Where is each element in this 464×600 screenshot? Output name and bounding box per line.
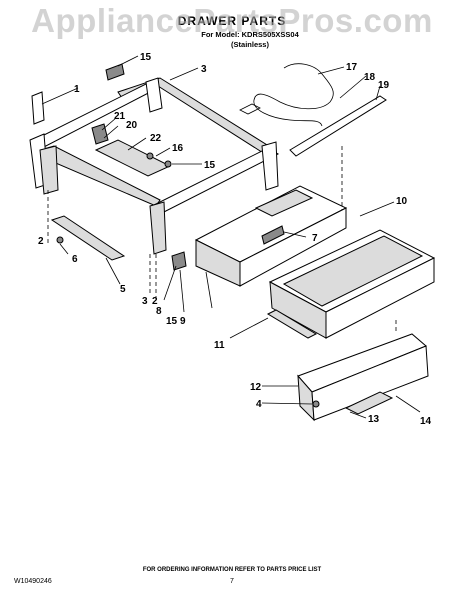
callout-label: 18 (364, 72, 376, 83)
variant-line: (Stainless) (231, 40, 269, 49)
drawer-box (268, 229, 436, 339)
callout-label: 2 (38, 236, 44, 247)
callout-label: 11 (214, 340, 225, 351)
slide-rail (266, 309, 318, 339)
callout-label: 12 (250, 382, 262, 393)
callout-label: 10 (396, 196, 408, 207)
callout-label: 8 (156, 306, 162, 317)
callout-label: 4 (256, 399, 262, 410)
heating-element (239, 63, 387, 157)
model-line: For Model: KDRS505XSS04 (201, 30, 299, 39)
drawer-front (297, 333, 429, 422)
callout-label: 19 (378, 80, 390, 91)
leader-lines (41, 55, 421, 419)
callout-label: 3 (142, 296, 148, 307)
callout-label: 9 (180, 316, 186, 327)
callout-label: 21 (114, 111, 126, 122)
page-subtitle: For Model: KDRS505XSS04 (Stainless) (160, 30, 340, 50)
page-number: 7 (230, 578, 234, 585)
callout-label: 6 (72, 254, 78, 265)
page-title: DRAWER PARTS (177, 14, 287, 28)
footer-note: FOR ORDERING INFORMATION REFER TO PARTS … (142, 567, 322, 573)
callout-label: 22 (150, 133, 162, 144)
callout-label: 16 (172, 143, 184, 154)
callout-label: 13 (368, 414, 380, 425)
document-number: W10490246 (14, 578, 52, 585)
callout-label: 17 (346, 62, 358, 73)
callout-label: 15 (166, 316, 178, 327)
glide-rail (50, 215, 126, 261)
callout-labels: 1 2 2 3 3 4 5 6 7 8 9 10 11 12 13 14 15 … (38, 52, 432, 427)
callout-label: 7 (312, 233, 318, 244)
leveler (171, 251, 187, 271)
callout-label: 5 (120, 284, 126, 295)
watermark: AppliancePartsPros.com (31, 2, 433, 39)
callout-label: 20 (126, 120, 138, 131)
frame-assembly (29, 63, 280, 255)
callout-label: 14 (420, 416, 432, 427)
drawer-liner (194, 185, 348, 287)
callout-label: 15 (204, 160, 216, 171)
callout-label: 15 (140, 52, 152, 63)
callout-label: 3 (201, 64, 207, 75)
callout-label: 1 (74, 84, 80, 95)
callout-label: 2 (152, 296, 158, 307)
